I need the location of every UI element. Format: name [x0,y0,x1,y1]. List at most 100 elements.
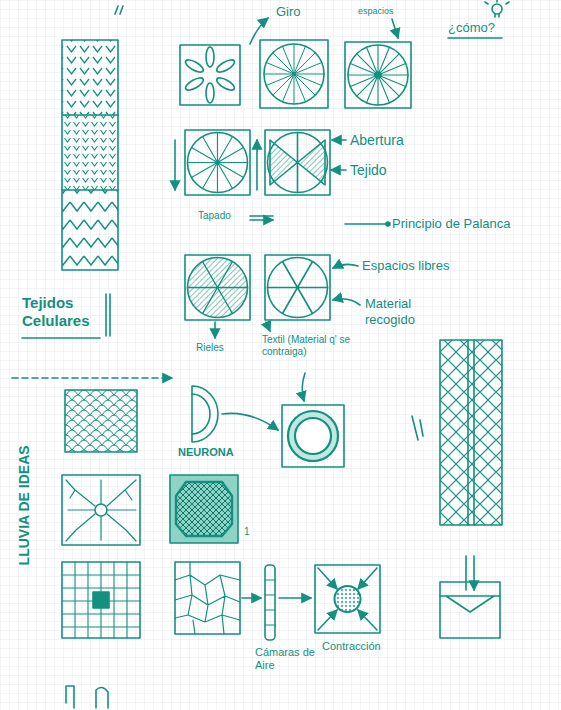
folded-box [440,582,500,638]
heading-bars [12,377,172,379]
ring-square [282,405,423,467]
radial-square [250,18,268,44]
radial-square [345,19,411,108]
neuron-square [62,475,140,545]
segment-square [333,299,360,305]
d-shape [192,394,210,434]
heading-bars [12,294,172,378]
butterfly-square [386,222,390,226]
segment-square [265,255,360,331]
grid-square [93,592,109,608]
annotation-label: Cámaras de Aire [255,646,319,672]
tissue-column [62,40,118,270]
rail-square [185,255,250,338]
contraction-square [318,610,337,630]
air-chamber-strip [265,580,275,625]
folded-box [440,556,500,638]
ring-square [412,416,423,440]
petal-square [215,58,236,75]
scales-square [65,390,137,452]
vertical-heading: LLUVIA DE IDEAS [16,445,33,565]
neuron-square [66,480,136,541]
cells-square [242,597,261,599]
spoke-square [256,140,258,190]
annotation-label: Textil (Material q' se contraiga) [262,334,360,358]
spoke-square [188,133,248,193]
heading-bars [22,294,110,338]
radial-square [345,42,411,108]
annotation-label: Tapado [198,210,231,222]
radial-square [264,44,324,104]
grid-square [62,562,140,638]
contraction-square [335,586,361,612]
ring-square [282,405,344,467]
annotation-label: Espacios libres [362,258,449,274]
lattice-panel [468,340,474,525]
annotation-label: 1 [244,526,250,538]
folded-box [466,556,474,590]
annotation-label: Principio de Palanca [392,216,511,232]
rail-square [214,322,216,338]
contraction-square [358,610,377,630]
spoke-square [185,130,250,195]
petal-square [180,45,240,105]
cells-square [175,562,240,634]
annotation-label: Material recogido [365,296,455,327]
butterfly-square [297,133,299,193]
petal-square [206,83,214,103]
corner-doodle [66,686,108,708]
petal-square [215,76,236,93]
radial-square [264,44,324,104]
air-chamber-strip [279,597,311,599]
contraction-square [318,568,337,589]
tissue-column [62,190,118,270]
grid-square [62,562,140,638]
annotation-label: Rieles [196,342,224,354]
segment-square [268,258,328,318]
grid-square [62,562,140,638]
segment-square [265,255,330,320]
ring-square [295,418,331,454]
spoke-square [174,140,176,190]
radial-square [250,18,328,108]
air-chamber-strip [265,565,275,640]
petal-square [206,47,214,67]
tissue-column [62,6,123,270]
filled-square [176,482,232,536]
butterfly-square [268,133,328,193]
air-chamber-strip [265,565,311,640]
sketch-ink [12,0,509,708]
spoke-square [188,133,248,193]
tissue-column [115,6,123,14]
scales-square [65,390,137,452]
tissue-column [62,115,118,190]
rail-square [185,255,250,320]
corner-doodle [66,686,108,708]
lightbulb-icon [448,37,502,39]
butterfly-square [345,223,386,225]
butterfly-square [331,169,346,171]
petal-square [184,58,205,75]
filled-square [170,475,238,543]
folded-box [440,596,500,612]
spoke-square [175,130,257,195]
neuron-square [62,475,140,545]
cells-square [175,562,261,634]
radial-square [375,72,381,78]
neuron-square [95,504,107,516]
lightbulb-icon [448,0,509,38]
tissue-column [62,115,118,190]
petal-square [180,45,240,105]
radial-square [392,19,398,38]
d-shape [192,386,218,442]
contraction-square [315,565,380,633]
d-shape [222,413,278,430]
segment-square [333,264,358,268]
contraction-square [315,565,380,633]
annotation-label: Abertura [350,132,404,149]
petal-square [184,76,205,93]
cells-square [175,562,240,634]
